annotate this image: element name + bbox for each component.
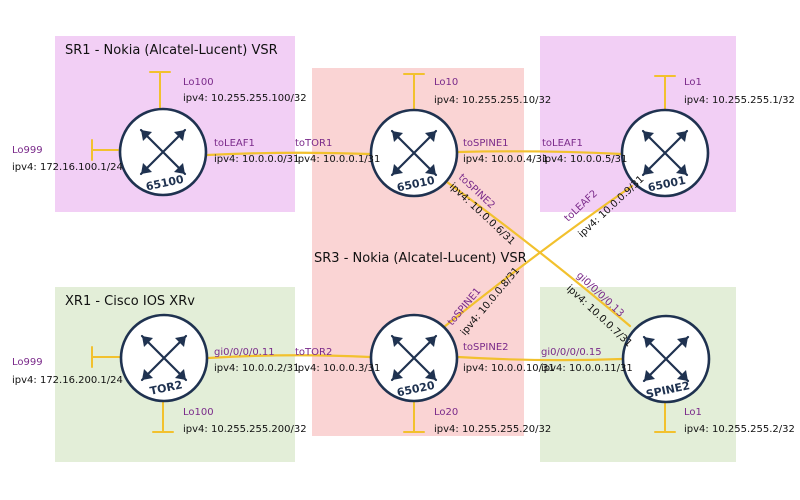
- totor2-ip: ipv4: 10.0.0.3/31: [295, 363, 380, 374]
- router-arrows-icon: [140, 334, 188, 382]
- lo999-ip: ipv4: 172.16.100.1/24: [12, 162, 123, 173]
- lo100-label: Lo100: [183, 407, 214, 418]
- gi-label: gi0/0/0/0.11: [214, 347, 275, 358]
- lo100-label: Lo100: [183, 77, 214, 88]
- router-65020[interactable]: 65020: [369, 313, 459, 403]
- router-arrows-icon: [390, 334, 438, 382]
- lo20-ip: ipv4: 10.255.255.20/32: [434, 424, 551, 435]
- lo1-stub-spine2: [654, 402, 676, 433]
- lo20-stub-65020: [403, 401, 425, 433]
- router-arrows-icon: [139, 128, 187, 176]
- router-65010[interactable]: 65010: [369, 108, 459, 198]
- router-65100[interactable]: 65100: [118, 107, 208, 197]
- link-65010-65001: [456, 150, 624, 156]
- sr1-region-title: SR1 - Nokia (Alcatel-Lucent) VSR: [65, 43, 278, 58]
- tospine1-label: toSPINE1: [463, 138, 509, 149]
- router-arrows-icon: [390, 129, 438, 177]
- lo1-label: Lo1: [684, 407, 702, 418]
- lo10-label: Lo10: [434, 77, 458, 88]
- lo999-stub-tor2: [91, 346, 121, 368]
- lo20-label: Lo20: [434, 407, 458, 418]
- lo100-ip: ipv4: 10.255.255.200/32: [183, 424, 307, 435]
- gi15-ip: ipv4: 10.0.0.11/31: [541, 363, 633, 374]
- lo1-ip: ipv4: 10.255.255.2/32: [684, 424, 795, 435]
- router-tor2[interactable]: TOR2: [119, 313, 209, 403]
- totor2-label: toTOR2: [295, 347, 332, 358]
- lo10-stub-65010: [403, 73, 425, 113]
- xr1-region-title: XR1 - Cisco IOS XRv: [65, 294, 195, 309]
- gi15-label: gi0/0/0/0.15: [541, 347, 602, 358]
- link-tor2-65020: [206, 354, 372, 360]
- router-arrows-icon: [641, 129, 689, 177]
- link-65020-65001: [442, 184, 634, 329]
- tospine1-ip: ipv4: 10.0.0.4/31: [463, 154, 548, 165]
- lo1-stub-65001: [654, 75, 676, 113]
- lo100-stub-tor2: [152, 401, 174, 433]
- lo999-label: Lo999: [12, 145, 43, 156]
- lo999-label: Lo999: [12, 357, 43, 368]
- totor1-label: toTOR1: [295, 138, 332, 149]
- link-65100-65010: [205, 151, 372, 157]
- router-arrows-icon: [642, 335, 690, 383]
- tospine2-label: toSPINE2: [463, 342, 509, 353]
- toleaf1-label: toLEAF1: [542, 138, 583, 149]
- totor1-ip: ipv4: 10.0.0.1/31: [295, 154, 380, 165]
- gi-ip: ipv4: 10.0.0.2/31: [214, 363, 299, 374]
- lo100-ip: ipv4: 10.255.255.100/32: [183, 93, 307, 104]
- router-65001[interactable]: 65001: [620, 108, 710, 198]
- sr3-region-title: SR3 - Nokia (Alcatel-Lucent) VSR: [314, 251, 527, 266]
- toleaf1-ip: ipv4: 10.0.0.5/31: [542, 154, 627, 165]
- tospine2-ip: ipv4: 10.0.0.10/31: [463, 363, 555, 374]
- lo999-ip: ipv4: 172.16.200.1/24: [12, 375, 123, 386]
- toleaf1-ip: ipv4: 10.0.0.0/31: [214, 154, 299, 165]
- link-65020-spine2: [456, 355, 624, 362]
- lo100-stub-65100: [149, 71, 171, 112]
- lo1-ip: ipv4: 10.255.255.1/32: [684, 95, 795, 106]
- router-spine2[interactable]: SPINE2: [621, 314, 711, 404]
- lo1-label: Lo1: [684, 77, 702, 88]
- toleaf1-label: toLEAF1: [214, 138, 255, 149]
- lo10-ip: ipv4: 10.255.255.10/32: [434, 95, 551, 106]
- lo999-stub-65100: [91, 139, 119, 161]
